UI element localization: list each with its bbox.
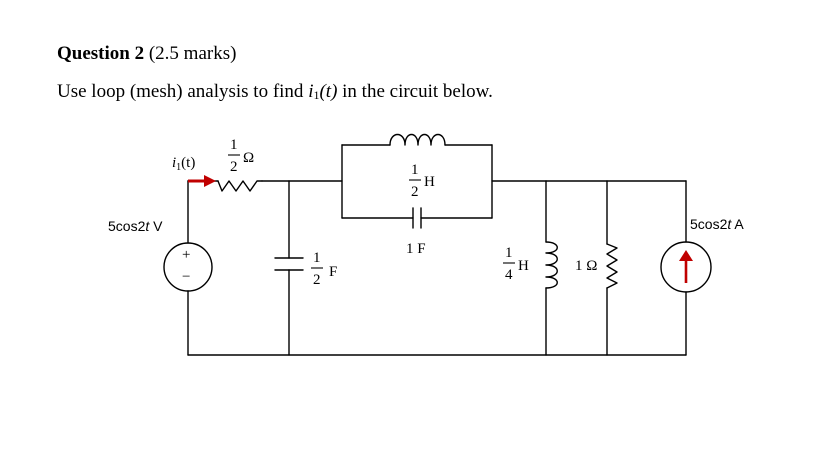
resistor1-unit: Ω [243,150,254,166]
capacitor1-unit: F [329,264,337,280]
capacitor1-numerator: 1 [313,250,321,266]
question-var-sub: 1 [313,88,320,102]
resistor1-denominator: 2 [230,159,238,175]
resistor-half-ohm [217,180,263,192]
resistor2-label: 1 Ω [575,258,597,274]
voltage-source-label: 5cos2t V [108,218,163,234]
question-heading: Question 2 (2.5 marks) [57,42,236,66]
inductor-right-unit: H [518,258,529,274]
capacitor-half-farad [274,257,304,271]
question-var-t: (t) [319,81,338,102]
voltage-source-plus: + [182,247,190,263]
current-source-label: 5cos2t A [690,216,744,232]
resistor-one-ohm [606,243,618,289]
question-var-i: i [308,81,314,102]
voltage-source [163,242,213,292]
capacitor2-label: 1 F [406,241,426,257]
inductor-quarter-henry [545,241,558,289]
inductor-right-denominator: 4 [505,267,513,283]
capacitor1-denominator: 2 [313,272,321,288]
inductor-top-denominator: 2 [411,184,419,200]
current-source-arrow-icon [679,250,693,283]
resistor1-numerator: 1 [230,137,238,153]
inductor-half-henry [389,133,446,146]
inductor-right-numerator: 1 [505,245,513,261]
question-title: Question 2 [57,43,145,64]
capacitor-one-farad [412,207,422,229]
inductor-top-numerator: 1 [411,162,419,178]
current-label: i1(t) [172,155,195,173]
question-marks: (2.5 marks) [148,43,237,64]
inductor-top-unit: H [424,174,435,190]
question-text-after: in the circuit below. [337,81,493,102]
question-text: Use loop (mesh) analysis to find i1(t) i… [57,80,493,107]
current-source [660,241,712,293]
voltage-source-minus: − [182,269,190,285]
question-text-before: Use loop (mesh) analysis to find [57,81,309,102]
current-i1-arrow-icon [188,175,216,187]
